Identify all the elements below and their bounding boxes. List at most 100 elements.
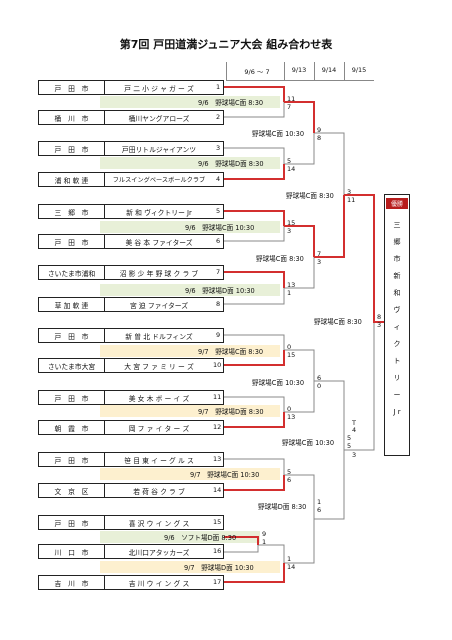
header-divider — [344, 62, 345, 80]
team-row: 文 京 区 若 荷 谷 ク ラ ブ — [38, 483, 224, 498]
match-score: 0 — [287, 343, 292, 351]
team-city: 戸 田 市 — [39, 516, 105, 529]
match-venue: 野球場C面 10:30 — [282, 439, 335, 447]
team-row: 戸 田 市 戸 二 小 ジ ャ ガ ー ズ — [38, 80, 224, 95]
column-header-day2: 9/13 — [291, 66, 307, 74]
team-city: 吉 川 市 — [39, 576, 105, 589]
match-score: 5 — [287, 468, 292, 476]
team-name: フルスイングベースボールクラブ — [112, 177, 206, 184]
seed-number: 14 — [213, 486, 222, 494]
team-city: 戸 田 市 — [39, 142, 105, 155]
team-name: 戸 二 小 ジ ャ ガ ー ズ — [124, 84, 194, 93]
team-name: 宮 迫 ファイターズ — [129, 301, 189, 310]
seed-number: 6 — [216, 237, 221, 245]
match-venue: 9/7 野球場C面 8:30 — [198, 348, 264, 356]
match-venue: 9/6 野球場D面 8:30 — [198, 160, 264, 168]
match-venue: 9/6 野球場C面 8:30 — [198, 99, 264, 107]
team-city: 草 加 軟 連 — [39, 298, 105, 311]
team-row: 戸 田 市 笹 目 東 イ ー グ ル ス — [38, 452, 224, 467]
team-city: 戸 田 市 — [39, 391, 105, 404]
team-city: 朝 霞 市 — [39, 421, 105, 434]
column-header-day1: 9/6 〜 7 — [244, 68, 270, 76]
match-score: 8 — [377, 313, 382, 321]
team-row: 浦 和 軟 連 フルスイングベースボールクラブ — [38, 172, 224, 187]
match-venue: 野球場C面 10:30 — [252, 379, 305, 387]
seed-number: 9 — [216, 331, 221, 339]
match-venue: 9/7 野球場C面 10:30 — [190, 471, 260, 479]
match-venue: 野球場C面 8:30 — [256, 255, 304, 263]
match-venue: 9/7 野球場D面 8:30 — [198, 408, 264, 416]
match-venue: 野球場D面 8:30 — [258, 503, 307, 511]
seed-number: 13 — [213, 455, 222, 463]
match-score: 6 — [317, 374, 322, 382]
seed-number: 5 — [216, 207, 221, 215]
team-row: 桶 川 市 桶川ヤングアローズ — [38, 110, 224, 125]
match-score: 13 — [287, 281, 296, 289]
team-row: 戸 田 市 新 曽 北 ドルフィンズ — [38, 328, 224, 343]
match-score: 9 — [262, 530, 267, 538]
match-venue: 9/6 野球場C面 10:30 — [185, 224, 255, 232]
team-city: 文 京 区 — [39, 484, 105, 497]
match-score: 14 — [287, 563, 296, 571]
champion-box: 優勝 三 郷 市 新 和 ヴ ィ ク ト リ ー J r — [384, 194, 410, 456]
champion-name-text: 三 郷 市 新 和 ヴ ィ ク ト リ ー J r — [393, 221, 401, 416]
match-score: 0 — [317, 382, 322, 390]
match-venue: 9/6 ソフト場D面 8:30 — [164, 534, 237, 542]
seed-number: 7 — [216, 268, 221, 276]
team-name: 大 宮 フ ァ ミ リ ー ズ — [124, 362, 194, 371]
match-score: 1 — [262, 538, 267, 546]
match-score: 11 — [347, 196, 356, 204]
team-city: 戸 田 市 — [39, 453, 105, 466]
team-name: 若 荷 谷 ク ラ ブ — [133, 487, 185, 496]
team-city: 川 口 市 — [39, 545, 105, 558]
team-name: 沼 影 少 年 野 球 ク ラ ブ — [119, 269, 199, 278]
match-score: 5 — [347, 442, 352, 450]
header-divider — [226, 62, 227, 80]
team-name: 桶川ヤングアローズ — [128, 114, 190, 123]
column-header-day4: 9/15 — [351, 66, 367, 74]
team-city: 戸 田 市 — [39, 329, 105, 342]
team-row: さいたま市大宮 大 宮 フ ァ ミ リ ー ズ — [38, 358, 224, 373]
team-row: 草 加 軟 連 宮 迫 ファイターズ — [38, 297, 224, 312]
seed-number: 4 — [216, 175, 221, 183]
match-score: 1 — [317, 498, 322, 506]
team-name: 美 女 木 ボ ー イ ズ — [128, 394, 190, 403]
match-score: 14 — [287, 165, 296, 173]
match-score: 3 — [347, 188, 352, 196]
team-row: さいたま市浦和 沼 影 少 年 野 球 ク ラ ブ — [38, 265, 224, 280]
team-row: 戸 田 市 喜 沢 ウ イ ン グ ス — [38, 515, 224, 530]
header-divider — [284, 62, 285, 80]
match-venue: 野球場C面 8:30 — [314, 318, 362, 326]
seed-number: 3 — [216, 144, 221, 152]
column-header-day3: 9/14 — [321, 66, 337, 74]
seed-number: 10 — [213, 361, 222, 369]
team-name: 喜 沢 ウ イ ン グ ス — [128, 519, 190, 528]
seed-number: 15 — [213, 518, 222, 526]
team-row: 戸 田 市 戸田リトルジャイアンツ — [38, 141, 224, 156]
tiebreak-note: T 4 — [352, 419, 357, 434]
match-score: 1 — [287, 555, 292, 563]
team-city: 戸 田 市 — [39, 81, 105, 94]
team-name: 戸田リトルジャイアンツ — [121, 145, 197, 154]
team-city: 浦 和 軟 連 — [39, 173, 105, 186]
team-name: 北川口アタッカーズ — [128, 548, 190, 557]
seed-number: 17 — [213, 578, 222, 586]
match-score: 11 — [287, 95, 296, 103]
champion-name: 三 郷 市 新 和 ヴ ィ ク ト リ ー J r — [385, 217, 409, 421]
seed-number: 1 — [216, 83, 221, 91]
team-name: 岡 フ ァ イ タ ー ズ — [128, 424, 190, 433]
match-score: 15 — [287, 351, 296, 359]
team-name: 新 和 ヴィクトリー Jr — [126, 208, 192, 217]
tiebreak-score: 3 — [352, 451, 357, 459]
match-score: 5 — [347, 434, 352, 442]
match-score: 5 — [287, 157, 292, 165]
match-score: 7 — [287, 103, 292, 111]
seed-number: 2 — [216, 113, 221, 121]
match-score: 15 — [287, 219, 296, 227]
team-name: 新 曽 北 ドルフィンズ — [125, 332, 193, 341]
match-score: 6 — [287, 476, 292, 484]
match-score: 6 — [317, 506, 322, 514]
team-city: 三 郷 市 — [39, 205, 105, 218]
team-name: 吉 川 ウ イ ン グ ス — [128, 579, 190, 588]
venue-band — [100, 531, 260, 543]
